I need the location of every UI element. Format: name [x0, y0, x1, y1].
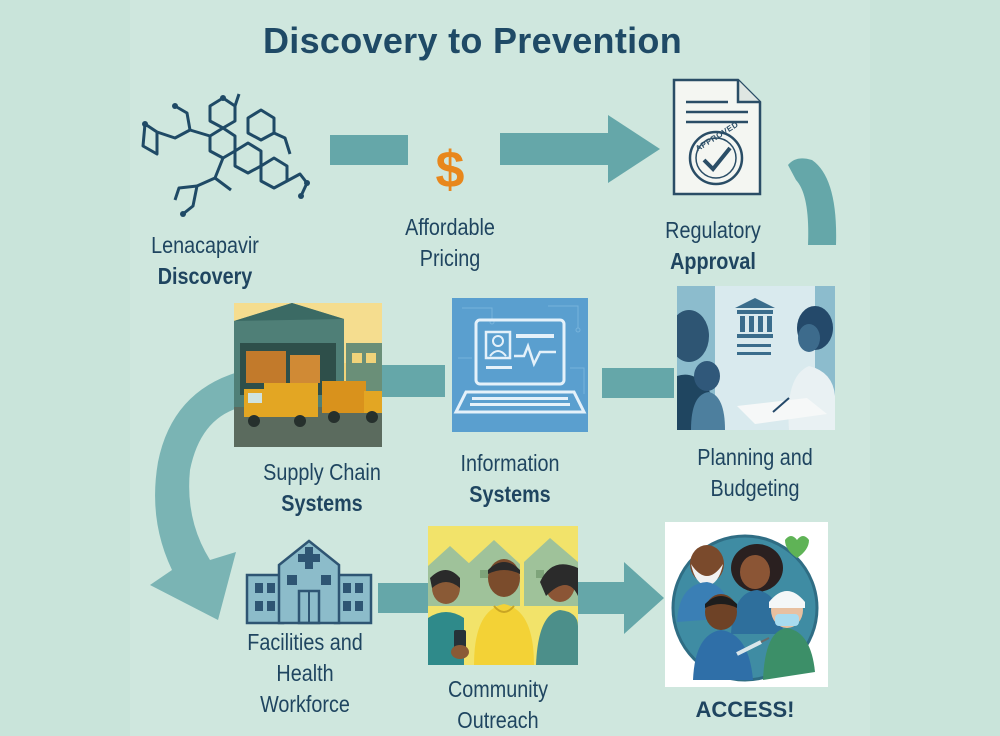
step-lenacapavir-discovery: Lenacapavir Discovery: [119, 230, 291, 292]
healthcare-people-illustration: [665, 522, 828, 687]
step-line1: Regulatory: [631, 215, 794, 246]
step-access: ACCESS!: [650, 694, 840, 725]
approved-document-icon: APPROVED: [668, 78, 763, 196]
step-line2: Approval: [631, 246, 794, 277]
arrow-discovery-to-pricing: [330, 135, 408, 165]
step-supply-chain-systems: Supply Chain Systems: [236, 457, 408, 519]
arrow-planning-to-info: [602, 368, 674, 398]
planning-meeting-illustration: [677, 286, 835, 430]
arrow-curve-left: [150, 372, 238, 620]
arrow-pricing-to-approval: [500, 115, 660, 183]
dollar-symbol: $: [425, 140, 475, 200]
step-line1: Supply Chain: [236, 457, 408, 488]
step-facilities-health-workforce: Facilities and Health Workforce: [219, 627, 391, 720]
laptop-icon: [452, 298, 588, 432]
step-community-outreach: Community Outreach: [412, 674, 584, 736]
arrow-community-to-access: [578, 562, 664, 634]
step-line3: Workforce: [219, 689, 391, 720]
step-line2: Discovery: [119, 261, 291, 292]
step-line1: Facilities and: [219, 627, 391, 658]
arrow-facilities-to-community: [378, 583, 430, 613]
dollar-icon: $: [425, 140, 475, 200]
step-planning-budgeting: Planning and Budgeting: [669, 442, 841, 504]
step-affordable-pricing: Affordable Pricing: [368, 212, 531, 274]
step-line1: Affordable: [368, 212, 531, 243]
step-information-systems: Information Systems: [424, 448, 596, 510]
step-line2: Budgeting: [669, 473, 841, 504]
warehouse-trucks-illustration: [234, 303, 382, 447]
community-people-illustration: [428, 526, 578, 665]
step-line1: Community: [412, 674, 584, 705]
step-regulatory-approval: Regulatory Approval: [631, 215, 794, 277]
step-line1: Planning and: [669, 442, 841, 473]
step-line2: Systems: [424, 479, 596, 510]
arrow-curve-right: [788, 158, 836, 245]
molecule-icon: [135, 88, 315, 223]
step-line2: Pricing: [368, 243, 531, 274]
step-line1: Lenacapavir: [119, 230, 291, 261]
step-line2: Health: [219, 658, 391, 689]
arrow-info-to-supply: [375, 365, 445, 397]
hospital-icon: [245, 535, 373, 625]
step-line1: ACCESS!: [650, 694, 840, 725]
step-line2: Outreach: [412, 705, 584, 736]
step-line1: Information: [424, 448, 596, 479]
step-line2: Systems: [236, 488, 408, 519]
